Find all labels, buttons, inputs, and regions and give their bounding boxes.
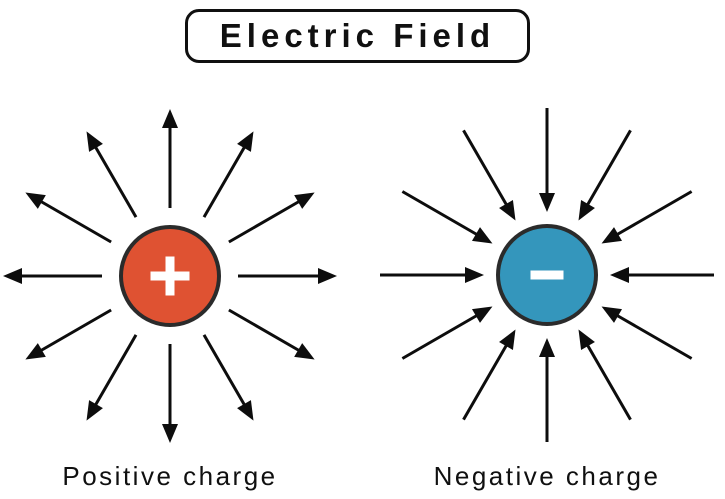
- positive-field-arrow: [228, 308, 315, 360]
- positive-field-arrow: [25, 192, 112, 244]
- positive-charge-label: Positive charge: [62, 461, 278, 491]
- negative-charge-diagram: [380, 108, 714, 442]
- negative-field-arrow: [578, 129, 632, 221]
- negative-field-arrow: [401, 190, 493, 244]
- negative-field-arrow: [462, 129, 516, 221]
- positive-field-arrow: [162, 109, 178, 208]
- positive-field-arrow: [162, 344, 178, 443]
- positive-field-arrow: [228, 192, 315, 244]
- positive-field-arrow: [238, 268, 337, 284]
- negative-field-arrow: [380, 267, 484, 283]
- negative-field-arrow: [401, 306, 493, 360]
- positive-field-arrow: [25, 308, 112, 360]
- positive-field-arrow: [3, 268, 102, 284]
- positive-field-arrow: [86, 131, 138, 218]
- negative-field-arrow: [610, 267, 714, 283]
- positive-field-arrow: [202, 334, 254, 421]
- positive-field-arrow: [86, 334, 138, 421]
- diagram-title: Electric Field: [219, 17, 496, 54]
- plus-symbol-icon: [165, 256, 175, 296]
- positive-charge-diagram: [3, 109, 337, 443]
- negative-field-arrow: [578, 329, 632, 421]
- negative-field-arrow: [601, 190, 693, 244]
- negative-field-arrow: [539, 108, 555, 212]
- negative-field-arrow: [462, 329, 516, 421]
- minus-symbol-icon: [530, 270, 564, 280]
- negative-field-arrow: [601, 306, 693, 360]
- negative-field-arrow: [539, 338, 555, 442]
- title-box: Electric Field: [185, 9, 530, 63]
- positive-field-arrow: [202, 131, 254, 218]
- negative-charge-label: Negative charge: [433, 461, 661, 491]
